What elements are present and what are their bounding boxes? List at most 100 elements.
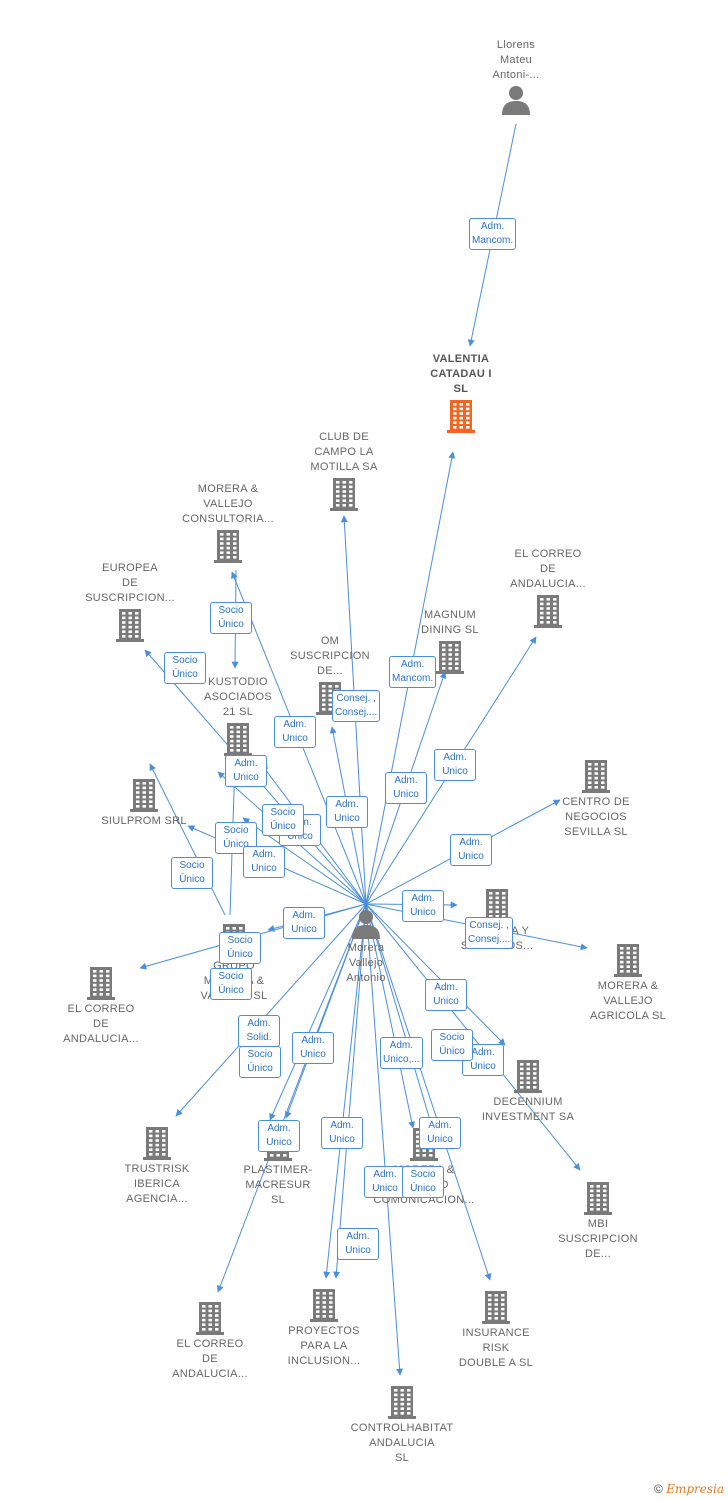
relationship-edge-29 — [175, 903, 367, 1117]
node-label[interactable]: KUSTODIO ASOCIADOS 21 SL — [203, 676, 273, 718]
building-icon[interactable] — [387, 1385, 417, 1419]
relation-badge[interactable]: Adm. Unico — [243, 846, 285, 878]
node-label[interactable]: OM SUSCRIPCION DE... — [290, 635, 370, 677]
person-icon[interactable] — [351, 909, 381, 939]
node-label[interactable]: MORERA & VALLEJO AGRICOLA SL — [589, 980, 667, 1022]
building-icon[interactable] — [115, 608, 145, 642]
relation-badge[interactable]: Adm. Unico — [321, 1117, 363, 1149]
building-icon[interactable] — [583, 1181, 613, 1215]
node-label[interactable]: EUROPEA DE SUSCRIPCION... — [85, 562, 175, 604]
node-label[interactable]: DECENNIUM INVESTMENT SA — [481, 1096, 575, 1123]
relation-badge[interactable]: Socio Único — [210, 968, 252, 1000]
node-valentia[interactable]: VALENTIA CATADAU I SL — [396, 352, 526, 435]
relation-badge[interactable]: Consej. , Consej.... — [332, 690, 381, 722]
building-icon[interactable] — [223, 722, 253, 756]
node-correo1[interactable]: EL CORREO DE ANDALUCIA... — [483, 547, 613, 630]
relation-badge[interactable]: Adm. Unico — [225, 755, 267, 787]
node-label[interactable]: PROYECTOS PARA LA INCLUSION... — [287, 1325, 361, 1367]
node-europea[interactable]: EUROPEA DE SUSCRIPCION... — [65, 561, 195, 644]
relation-badge[interactable]: Adm. Unico,... — [380, 1037, 423, 1069]
node-label[interactable]: Llorens Mateu Antoni-... — [492, 39, 540, 81]
relation-badge[interactable]: Socio Único — [164, 652, 206, 684]
node-label[interactable]: EL CORREO DE ANDALUCIA... — [172, 1338, 248, 1380]
node-proyectos[interactable]: PROYECTOS PARA LA INCLUSION... — [259, 1286, 389, 1369]
node-decennium[interactable]: DECENNIUM INVESTMENT SA — [463, 1057, 593, 1125]
node-mvconsultoria[interactable]: MORERA & VALLEJO CONSULTORIA... — [163, 482, 293, 565]
building-icon[interactable] — [481, 1290, 511, 1324]
building-icon[interactable] — [86, 966, 116, 1000]
node-correo3[interactable]: EL CORREO DE ANDALUCIA... — [145, 1299, 275, 1382]
building-icon[interactable] — [195, 1301, 225, 1335]
person-icon[interactable] — [501, 85, 531, 115]
node-siulprom[interactable]: SIULPROM SRL — [79, 776, 209, 829]
node-label[interactable]: EL CORREO DE ANDALUCIA... — [510, 548, 586, 590]
node-llorens[interactable]: Llorens Mateu Antoni-... — [451, 38, 581, 117]
node-label[interactable]: MAGNUM DINING SL — [421, 609, 479, 636]
relation-badge[interactable]: Adm. Unico — [385, 772, 427, 804]
relation-badge[interactable]: Socio Único — [171, 857, 213, 889]
node-insurance[interactable]: INSURANCE RISK DOUBLE A SL — [431, 1288, 561, 1371]
node-label[interactable]: INSURANCE RISK DOUBLE A SL — [458, 1327, 534, 1369]
node-agricola[interactable]: MORERA & VALLEJO AGRICOLA SL — [563, 941, 693, 1024]
empresia-logo[interactable]: Empresia — [666, 1482, 724, 1496]
node-kustodio[interactable]: KUSTODIO ASOCIADOS 21 SL — [173, 675, 303, 758]
node-label[interactable]: Morera Vallejo Antonio — [346, 942, 386, 984]
node-label[interactable]: CLUB DE CAMPO LA MOTILLA SA — [310, 431, 378, 473]
node-label[interactable]: MORERA & VALLEJO CONSULTORIA... — [182, 483, 274, 525]
relation-badge[interactable]: Socio Único — [210, 602, 252, 634]
relation-badge[interactable]: Adm. Unico — [419, 1117, 461, 1149]
node-label[interactable]: MBI SUSCRIPCION DE... — [558, 1218, 638, 1260]
node-label[interactable]: SIULPROM SRL — [101, 815, 187, 827]
relation-badge[interactable]: Adm. Unico — [425, 979, 467, 1011]
node-club[interactable]: CLUB DE CAMPO LA MOTILLA SA — [279, 430, 409, 513]
relation-badge[interactable]: Adm. Unico — [402, 890, 444, 922]
relation-badge[interactable]: Adm. Unico — [283, 907, 325, 939]
relation-badge[interactable]: Adm. Mancom. — [469, 218, 517, 250]
node-correo2[interactable]: EL CORREO DE ANDALUCIA... — [36, 964, 166, 1047]
building-icon[interactable] — [513, 1059, 543, 1093]
relation-badge[interactable]: Adm. Solid. — [238, 1015, 280, 1047]
building-icon[interactable] — [581, 759, 611, 793]
relationship-edge-19 — [365, 903, 581, 1171]
relation-badge[interactable]: Adm. Unico — [292, 1032, 334, 1064]
relation-badge[interactable]: Adm. Mancom. — [389, 656, 437, 688]
relation-badge[interactable]: Socio Único — [219, 932, 261, 964]
node-label[interactable]: VALENTIA CATADAU I SL — [430, 353, 492, 395]
relation-badge[interactable]: Adm. Unico — [337, 1228, 379, 1260]
relationship-edge-31 — [149, 763, 226, 916]
relation-badge[interactable]: Adm. Unico — [326, 796, 368, 828]
node-label[interactable]: EL CORREO DE ANDALUCIA... — [63, 1003, 139, 1045]
building-icon[interactable] — [446, 399, 476, 433]
relation-badge[interactable]: Adm. Unico — [434, 749, 476, 781]
building-icon[interactable] — [329, 477, 359, 511]
node-label[interactable]: PLASTIMER- MACRESUR SL — [243, 1164, 313, 1206]
node-magnum[interactable]: MAGNUM DINING SL — [385, 608, 515, 676]
relation-badge[interactable]: Adm. Unico — [274, 716, 316, 748]
node-trustrisk[interactable]: TRUSTRISK IBERICA AGENCIA... — [92, 1124, 222, 1207]
relation-badge[interactable]: Socio Único — [215, 822, 257, 854]
building-icon[interactable] — [533, 594, 563, 628]
node-label[interactable]: CENTRO DE NEGOCIOS SEVILLA SL — [562, 796, 630, 838]
node-controlhabitat[interactable]: CONTROLHABITAT ANDALUCIA SL — [337, 1383, 467, 1466]
node-label[interactable]: CONTROLHABITAT ANDALUCIA SL — [350, 1422, 454, 1464]
relation-badge[interactable]: Socio Único — [402, 1166, 444, 1198]
node-centro[interactable]: CENTRO DE NEGOCIOS SEVILLA SL — [531, 757, 661, 840]
node-morera[interactable]: Morera Vallejo Antonio — [301, 907, 431, 986]
building-icon[interactable] — [482, 888, 512, 922]
relation-badge[interactable]: Socio Único — [239, 1046, 281, 1078]
building-icon[interactable] — [142, 1126, 172, 1160]
relation-badge[interactable]: Consej. , Consej.... — [465, 917, 514, 949]
relation-badge[interactable]: Socio Único — [431, 1029, 473, 1061]
building-icon[interactable] — [435, 640, 465, 674]
relation-badge[interactable]: Adm. Unico — [258, 1120, 300, 1152]
building-icon[interactable] — [613, 943, 643, 977]
relation-badge[interactable]: Socio Único — [262, 804, 304, 836]
relation-badge[interactable]: Adm. Unico — [364, 1166, 406, 1198]
building-icon[interactable] — [129, 778, 159, 812]
relationship-edge-28 — [284, 903, 367, 1119]
building-icon[interactable] — [213, 529, 243, 563]
node-mbi[interactable]: MBI SUSCRIPCION DE... — [533, 1179, 663, 1262]
relation-badge[interactable]: Adm. Unico — [450, 834, 492, 866]
building-icon[interactable] — [309, 1288, 339, 1322]
node-label[interactable]: TRUSTRISK IBERICA AGENCIA... — [124, 1163, 190, 1205]
